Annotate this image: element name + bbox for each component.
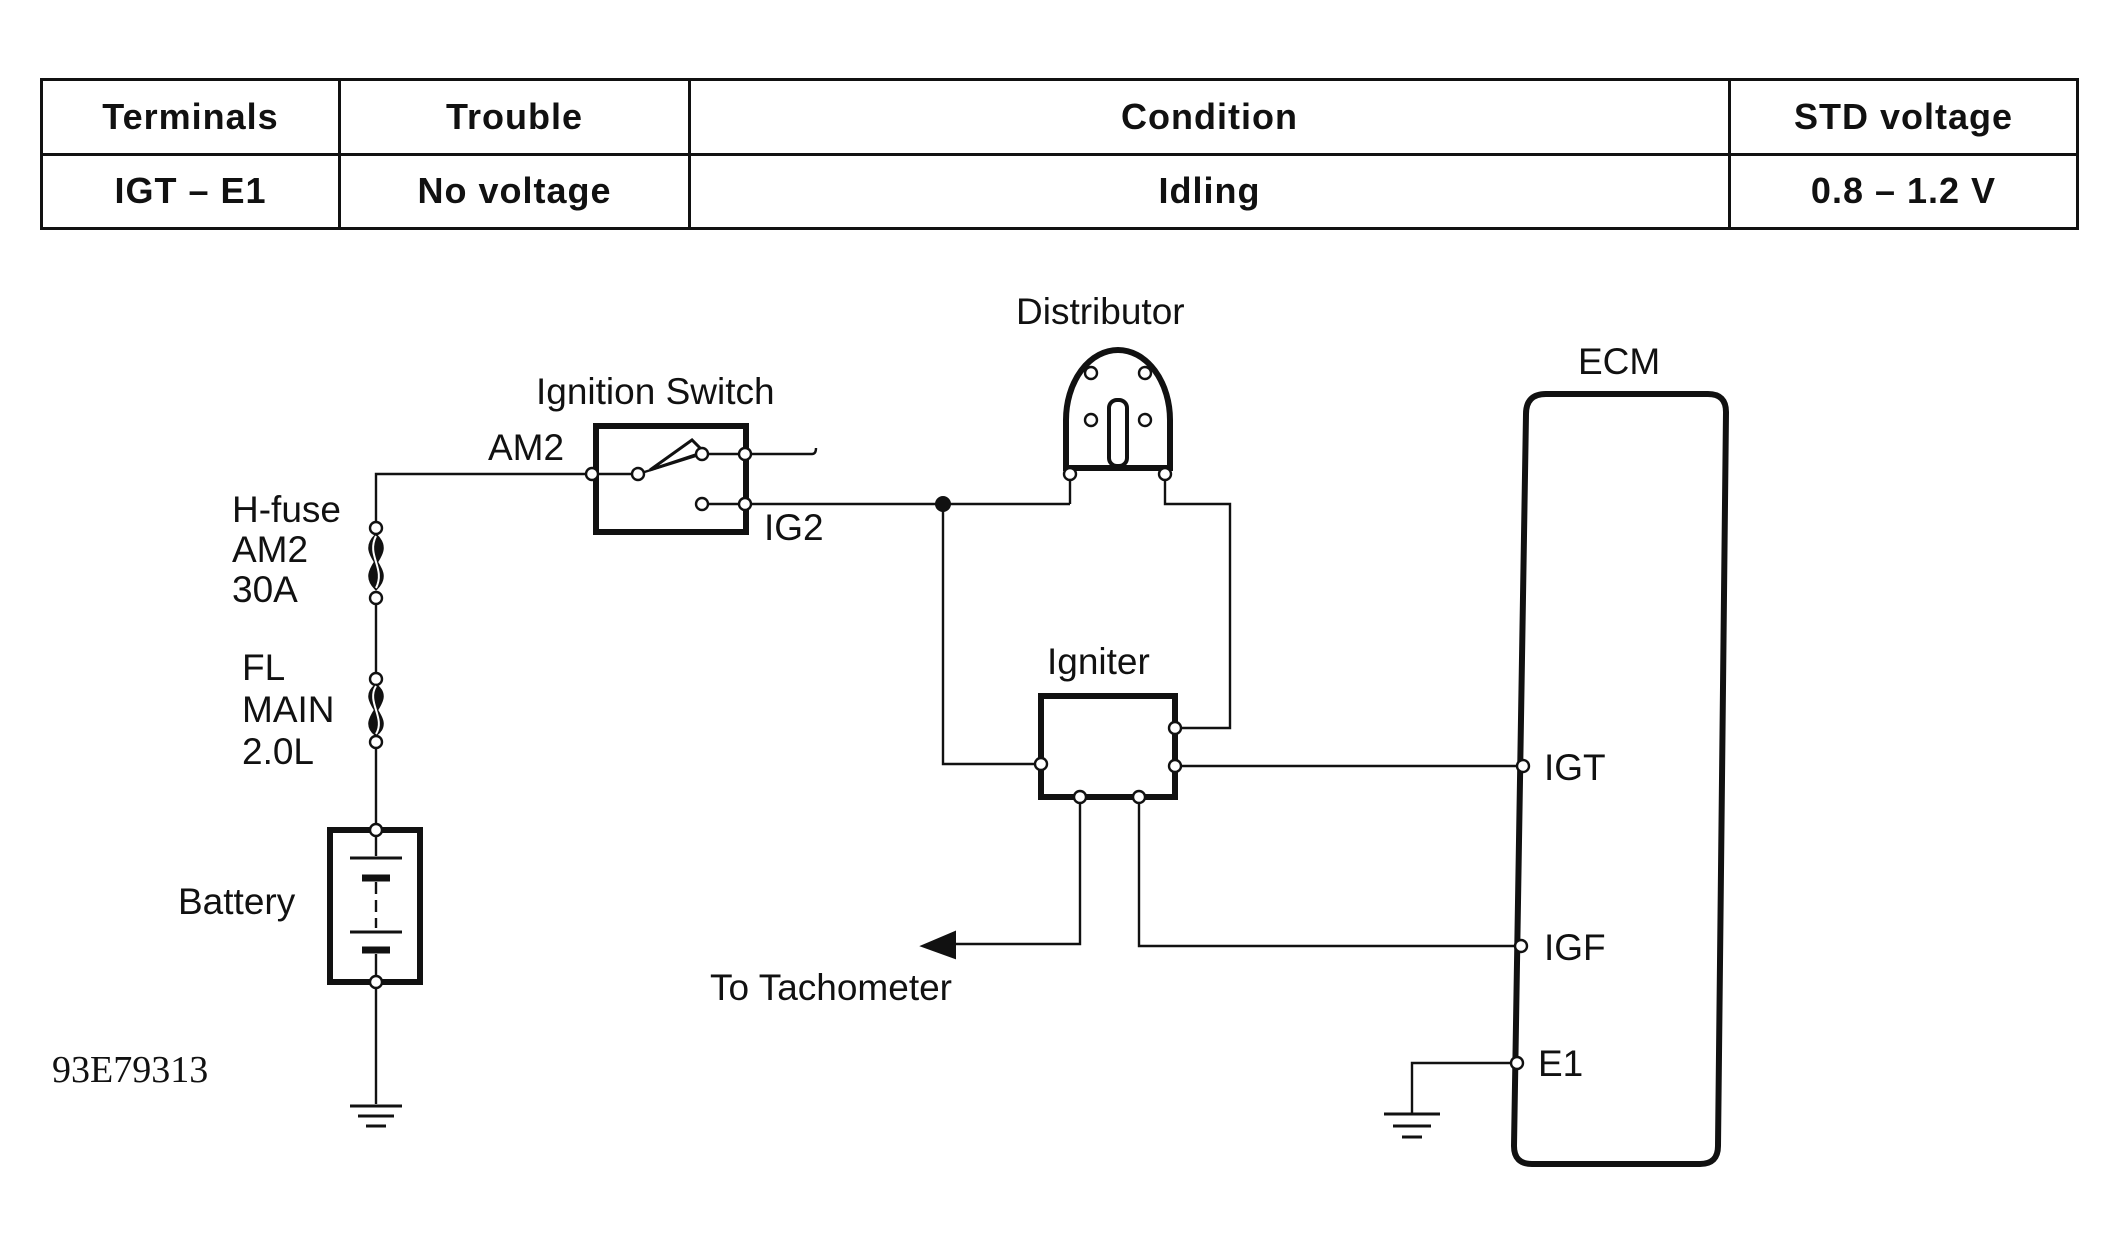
tachometer-label: To Tachometer [710, 967, 952, 1008]
figure-code: 93E79313 [52, 1049, 208, 1091]
igt-label: IGT [1544, 747, 1606, 788]
fl-label-line3: 2.0L [242, 731, 314, 772]
am2-terminal-label: AM2 [488, 427, 564, 468]
fl-label-line1: FL [242, 647, 285, 688]
distributor-label: Distributor [1016, 291, 1185, 332]
battery-label: Battery [178, 881, 296, 922]
ecm-box [1509, 391, 1730, 1167]
ground-icon [350, 1104, 402, 1128]
e1-label: E1 [1538, 1043, 1583, 1084]
ecm-label: ECM [1578, 341, 1660, 382]
ig2-terminal-label: IG2 [764, 507, 824, 548]
header-trouble: Trouble [338, 78, 691, 156]
header-condition: Condition [688, 78, 1731, 156]
tachometer-arrow-icon [919, 930, 956, 960]
header-terminals: Terminals [40, 78, 341, 156]
igniter-label: Igniter [1047, 641, 1150, 682]
ground-icon [1384, 1112, 1440, 1139]
hfuse-label-line1: H-fuse [232, 489, 341, 530]
ignition-switch-label: Ignition Switch [536, 371, 775, 412]
fl-main-fuse [368, 671, 384, 750]
igf-label: IGF [1544, 927, 1606, 968]
battery-symbol [327, 822, 423, 990]
distributor-icon [1062, 347, 1173, 482]
diagram-labels: Distributor ECM Ignition Switch AM2 IG2 … [52, 291, 1660, 1091]
junction-dot [935, 496, 951, 512]
cell-condition: Idling [688, 152, 1731, 230]
h-fuse-am2 [368, 520, 384, 606]
ignition-switch [584, 423, 753, 535]
table-row: IGT – E1 No voltage Idling 0.8 – 1.2 V [40, 152, 2079, 230]
igniter-box [1033, 693, 1183, 805]
fl-label-line2: MAIN [242, 689, 335, 730]
table-header-row: Terminals Trouble Condition STD voltage [40, 78, 2079, 156]
hfuse-label-line2: AM2 [232, 529, 308, 570]
hfuse-label-line3: 30A [232, 569, 298, 610]
cell-trouble: No voltage [338, 152, 691, 230]
header-std-voltage: STD voltage [1728, 78, 2079, 156]
cell-terminals: IGT – E1 [40, 152, 341, 230]
spec-table: Terminals Trouble Condition STD voltage … [40, 78, 2079, 230]
cell-std-voltage: 0.8 – 1.2 V [1728, 152, 2079, 230]
wires [374, 447, 1521, 1113]
